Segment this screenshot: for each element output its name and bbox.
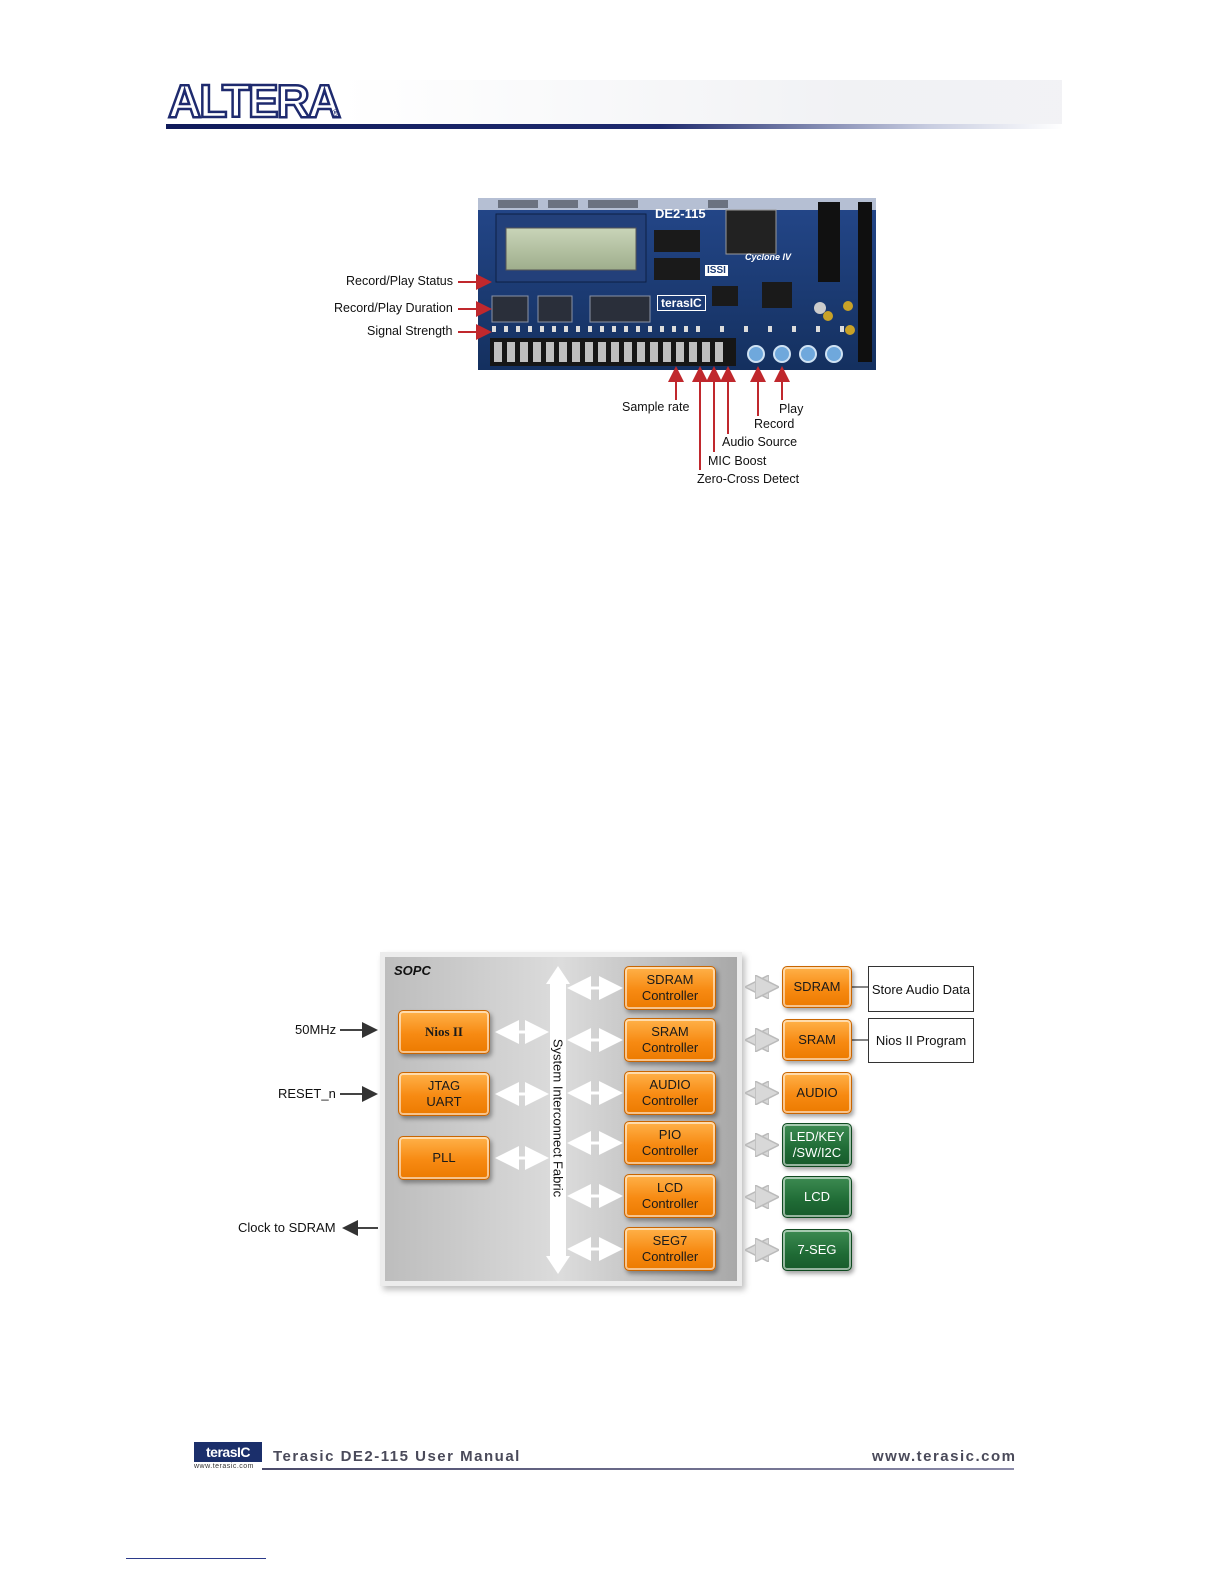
header-rule bbox=[166, 124, 1062, 129]
nios-ii-block: Nios II bbox=[398, 1010, 490, 1054]
jtag-uart-block: JTAG UART bbox=[398, 1072, 490, 1116]
callout-record-play-status: Record/Play Status bbox=[346, 274, 453, 288]
footer-rule bbox=[262, 1468, 1014, 1470]
board-terasic-logo: terasIC bbox=[657, 295, 706, 311]
sdram-device-block: SDRAM bbox=[782, 966, 852, 1008]
issi-label: ISSI bbox=[705, 265, 728, 276]
lcd-device-block: LCD bbox=[782, 1176, 852, 1218]
nios-ii-program-note: Nios II Program bbox=[868, 1018, 974, 1063]
callout-audio-source: Audio Source bbox=[722, 435, 798, 449]
lcd-controller-block: LCD Controller bbox=[624, 1174, 716, 1218]
figure1-callout-arrows bbox=[458, 274, 790, 470]
sram-controller-block: SRAM Controller bbox=[624, 1018, 716, 1062]
pll-block: PLL bbox=[398, 1136, 490, 1180]
callout-zero-cross-detect: Zero-Cross Detect bbox=[697, 472, 800, 486]
header-banner bbox=[340, 80, 1062, 126]
altera-logo: ALTERA bbox=[167, 75, 343, 127]
callout-play: Play bbox=[779, 402, 804, 416]
audio-device-block: AUDIO bbox=[782, 1072, 852, 1114]
seg7-controller-block: SEG7 Controller bbox=[624, 1227, 716, 1271]
clock-input-label: 50MHz bbox=[295, 1022, 337, 1037]
footer-manual-title: Terasic DE2-115 User Manual bbox=[273, 1448, 521, 1465]
sopc-title: SOPC bbox=[394, 963, 431, 978]
callout-sample-rate: Sample rate bbox=[622, 400, 690, 414]
footer-logo-url: www.terasic.com bbox=[194, 1463, 255, 1470]
sdram-controller-block: SDRAM Controller bbox=[624, 966, 716, 1010]
board-illustration bbox=[478, 198, 876, 370]
de2-115-board-photo bbox=[478, 198, 876, 370]
bus-label: System Interconnect Fabric bbox=[550, 1038, 566, 1198]
seven-seg-device-block: 7-SEG bbox=[782, 1229, 852, 1271]
pio-controller-block: PIO Controller bbox=[624, 1121, 716, 1165]
footer-terasic-logo: terasIC bbox=[194, 1442, 262, 1462]
audio-controller-block: AUDIO Controller bbox=[624, 1071, 716, 1115]
footer-website: www.terasic.com bbox=[872, 1448, 1017, 1465]
registered-mark: ® bbox=[332, 108, 339, 118]
board-model-label: DE2-115 bbox=[655, 206, 706, 221]
callout-mic-boost: MIC Boost bbox=[708, 454, 767, 468]
callout-signal-strength: Signal Strength bbox=[367, 324, 453, 338]
led-key-sw-i2c-device-block: LED/KEY /SW/I2C bbox=[782, 1123, 852, 1167]
store-audio-data-note: Store Audio Data bbox=[868, 966, 974, 1012]
footer-logo-text: terasIC bbox=[206, 1444, 250, 1460]
clock-to-sdram-label: Clock to SDRAM bbox=[238, 1220, 336, 1235]
page-bottom-rule bbox=[126, 1558, 266, 1559]
sram-device-block: SRAM bbox=[782, 1019, 852, 1061]
callout-record: Record bbox=[754, 417, 795, 431]
callout-record-play-duration: Record/Play Duration bbox=[334, 301, 453, 315]
reset-input-label: RESET_n bbox=[278, 1086, 336, 1101]
interconnect-bus-arrow bbox=[546, 966, 570, 1274]
cyclone-chip-label: Cyclone IV bbox=[745, 252, 792, 262]
